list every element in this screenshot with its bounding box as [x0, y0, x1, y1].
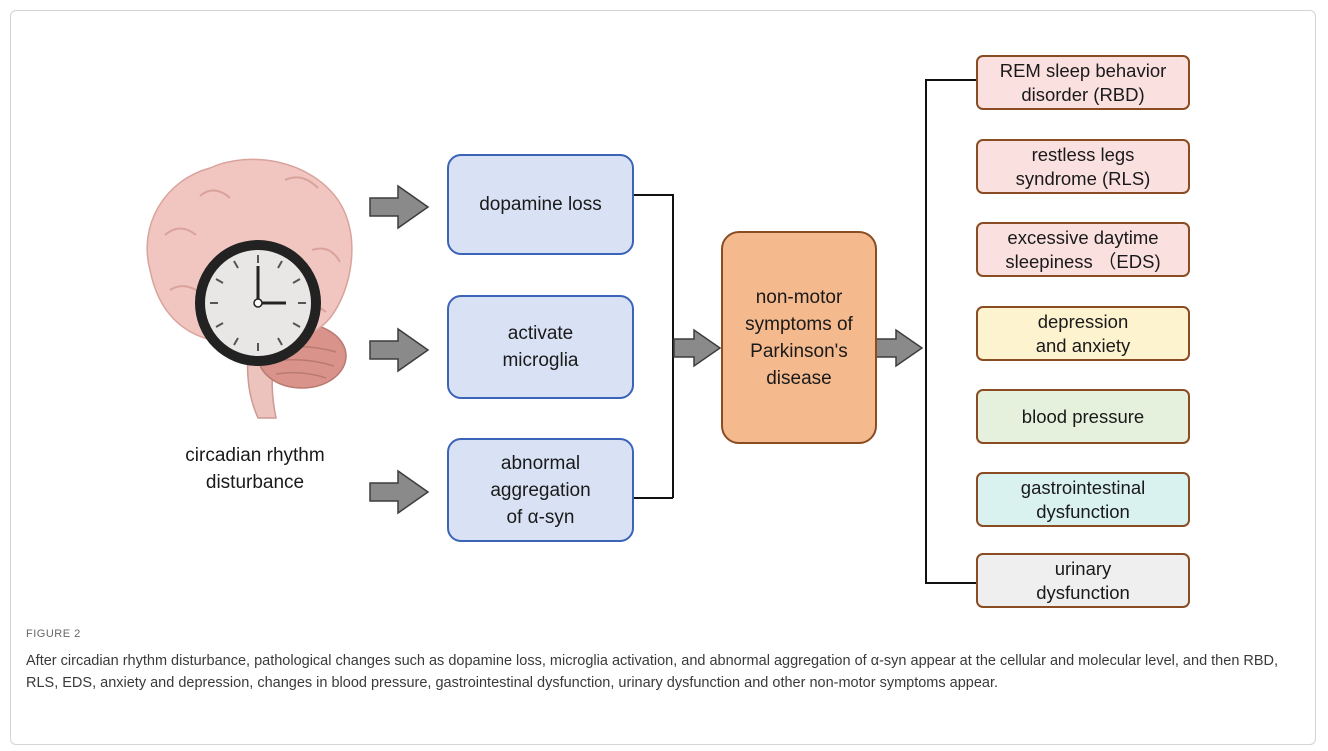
- mechanism-aggregation: abnormal aggregation of α-syn: [447, 438, 634, 542]
- figure-diagram: circadian rhythm disturbance dopamine lo…: [146, 55, 1190, 608]
- clock-center: [253, 298, 263, 308]
- brain-gyri: [164, 176, 341, 327]
- symptom-rbd: REM sleep behavior disorder (RBD): [976, 55, 1190, 110]
- center-nonmotor-symptoms: non-motor symptoms of Parkinson's diseas…: [721, 231, 877, 444]
- mechanism-microglia: activate microglia: [447, 295, 634, 399]
- figure-caption: After circadian rhythm disturbance, path…: [26, 653, 1279, 691]
- symptom-depression-anxiety: depression and anxiety: [976, 306, 1190, 361]
- symptom-eds: excessive daytime sleepiness （EDS): [976, 222, 1190, 277]
- mechanism-dopamine-loss: dopamine loss: [447, 154, 634, 255]
- clock-ticks: [210, 255, 306, 351]
- symptom-gastrointestinal: gastrointestinal dysfunction: [976, 472, 1190, 527]
- arrow-to-aggregation: [369, 469, 430, 515]
- arrow-to-microglia: [369, 327, 430, 373]
- diagram-canvas: [146, 79, 976, 584]
- arrow-to-center: [673, 328, 722, 368]
- brain-clock-icon: [146, 158, 353, 419]
- connector-lines: [633, 79, 976, 584]
- arrows: [369, 184, 924, 515]
- symptom-rls: restless legs syndrome (RLS): [976, 139, 1190, 194]
- figure-frame: [10, 10, 1316, 745]
- arrow-to-symptoms: [875, 328, 924, 368]
- connector-symptoms: [925, 79, 976, 584]
- connector-dopamine: [633, 194, 674, 498]
- brain-label: circadian rhythm disturbance: [185, 445, 325, 493]
- symptom-blood-pressure: blood pressure: [976, 389, 1190, 444]
- symptom-urinary: urinary dysfunction: [976, 553, 1190, 608]
- arrow-to-dopamine: [369, 184, 430, 230]
- figure-label: FIGURE 2: [26, 628, 81, 640]
